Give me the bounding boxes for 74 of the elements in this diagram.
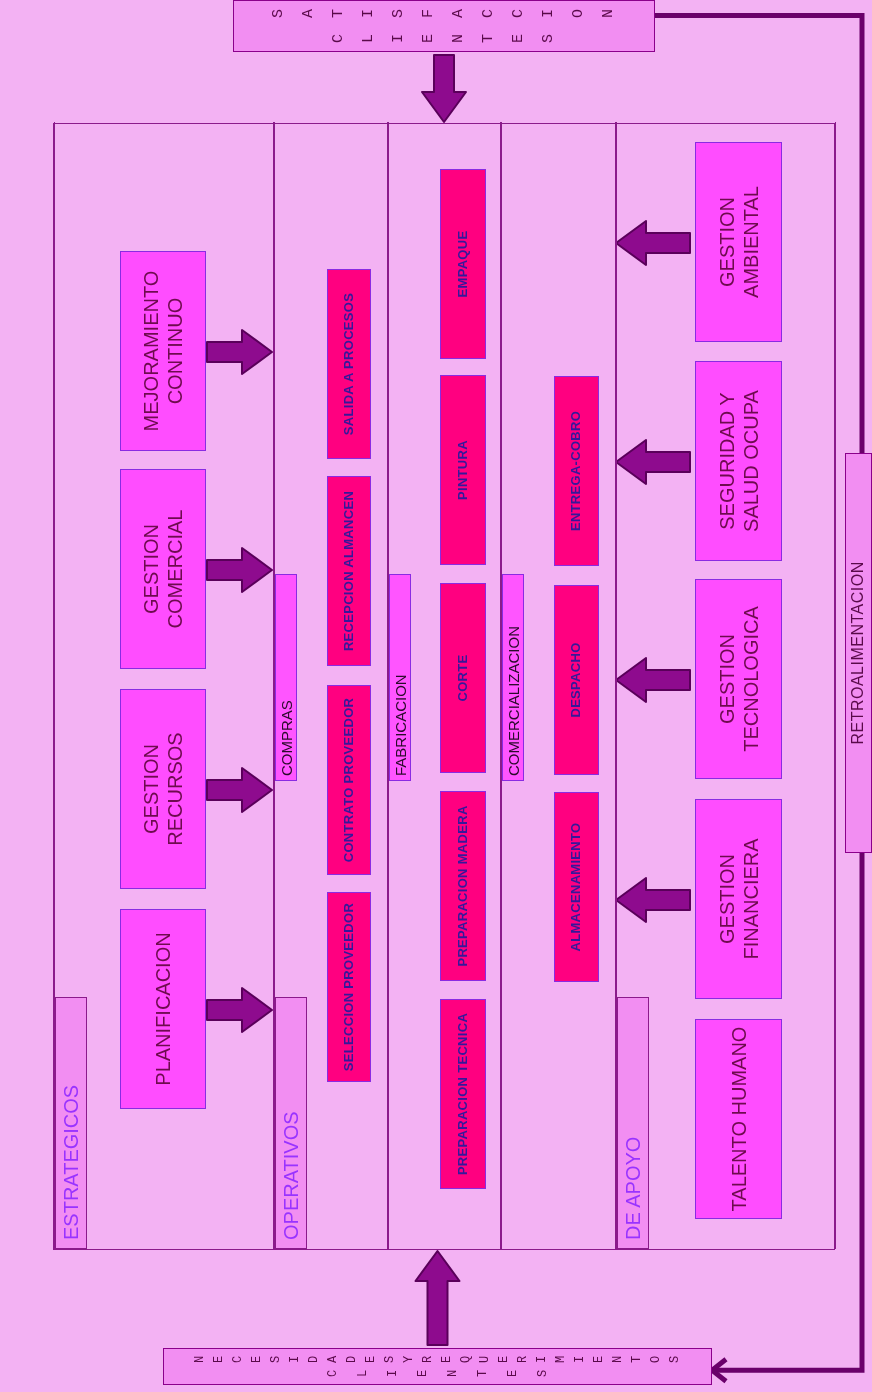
process-box <box>120 251 206 451</box>
process-frame <box>53 123 835 1250</box>
block-arrow <box>615 657 691 703</box>
lane-tab <box>617 997 649 1249</box>
activity-name: SELECCION PROVEEDOR <box>341 902 357 1072</box>
process-box <box>695 799 782 999</box>
process-name: GESTION FINANCIERA <box>714 837 763 962</box>
activity-box <box>554 585 599 775</box>
lane-label: FABRICACION <box>389 574 411 781</box>
activity-box <box>327 685 371 875</box>
process-name: PLANIFICACION <box>151 932 175 1086</box>
activity-box <box>554 376 599 566</box>
lane-label: ESTRATEGICOS <box>59 1084 83 1240</box>
process-name: GESTION TECNOLOGICA <box>714 605 763 754</box>
block-arrow <box>414 1250 461 1346</box>
activity-name: ENTREGA-COBRO <box>569 410 584 532</box>
lane-tab <box>55 997 87 1249</box>
activity-name: PINTURA <box>455 440 471 500</box>
lane-label: COMPRAS <box>275 574 297 781</box>
lane-label: COMERCIALIZACION <box>502 574 524 781</box>
input-box <box>163 1348 712 1385</box>
vertical-label: NECESIDADES Y REQUERIMIENTOS <box>191 1354 683 1366</box>
activity-box <box>327 476 371 666</box>
lane-tab <box>275 997 307 1249</box>
activity-name: ALMACENAMIENTO <box>569 822 584 952</box>
activity-name: PREPARACION TECNICA <box>455 1012 471 1176</box>
block-arrow <box>421 54 467 123</box>
edge-label: RETROALIMENTACION <box>844 452 872 853</box>
block-arrow <box>206 987 273 1033</box>
process-box <box>695 142 782 342</box>
lane-label: DE APOYO <box>621 1136 645 1240</box>
activity-name: DESPACHO <box>569 642 584 718</box>
process-name: SEGURIDAD Y SALUD OCUPA <box>714 389 763 534</box>
activity-name: SALIDA A PROCESOS <box>341 292 357 436</box>
activity-box <box>440 791 486 981</box>
activity-box <box>440 583 486 773</box>
process-box <box>695 579 782 779</box>
process-name: TALENTO HUMANO <box>726 1026 751 1212</box>
activity-name: EMPAQUE <box>455 230 471 298</box>
block-arrow <box>206 329 273 375</box>
process-name: GESTION AMBIENTAL <box>714 185 763 300</box>
block-arrow <box>206 767 273 813</box>
vertical-label: SATISFACCION <box>269 8 618 20</box>
activity-box <box>440 375 486 565</box>
activity-box <box>327 269 371 459</box>
process-box <box>695 1019 782 1219</box>
lane-label: OPERATIVOS <box>279 1111 303 1240</box>
swimlane <box>501 122 616 1249</box>
activity-name: CONTRATO PROVEEDOR <box>341 697 357 863</box>
activity-box <box>327 892 371 1082</box>
process-box <box>695 361 782 561</box>
block-arrow <box>615 439 691 485</box>
block-arrow <box>615 877 691 923</box>
swimlane <box>616 122 836 1249</box>
activity-box <box>554 792 599 982</box>
activity-name: RECEPCION ALMANCEN <box>341 490 357 652</box>
process-box <box>120 689 206 889</box>
block-arrow <box>206 547 273 593</box>
process-box <box>120 909 206 1109</box>
vertical-label: CLIENTES <box>324 1368 551 1380</box>
process-name: GESTION RECURSOS <box>139 731 187 848</box>
output-box <box>233 0 655 52</box>
block-arrow <box>615 220 691 266</box>
activity-name: CORTE <box>455 654 471 702</box>
activity-name: PREPARACION MADERA <box>455 805 471 967</box>
process-name: GESTION COMERCIAL <box>139 508 187 631</box>
swimlane <box>274 122 388 1249</box>
activity-box <box>440 999 486 1189</box>
process-name: MEJORAMIENTO CONTINUO <box>139 269 187 434</box>
swimlane <box>388 122 501 1249</box>
vertical-label: CLIENTES <box>329 33 558 45</box>
swimlane <box>54 122 274 1249</box>
activity-box <box>440 169 486 359</box>
process-box <box>120 469 206 669</box>
